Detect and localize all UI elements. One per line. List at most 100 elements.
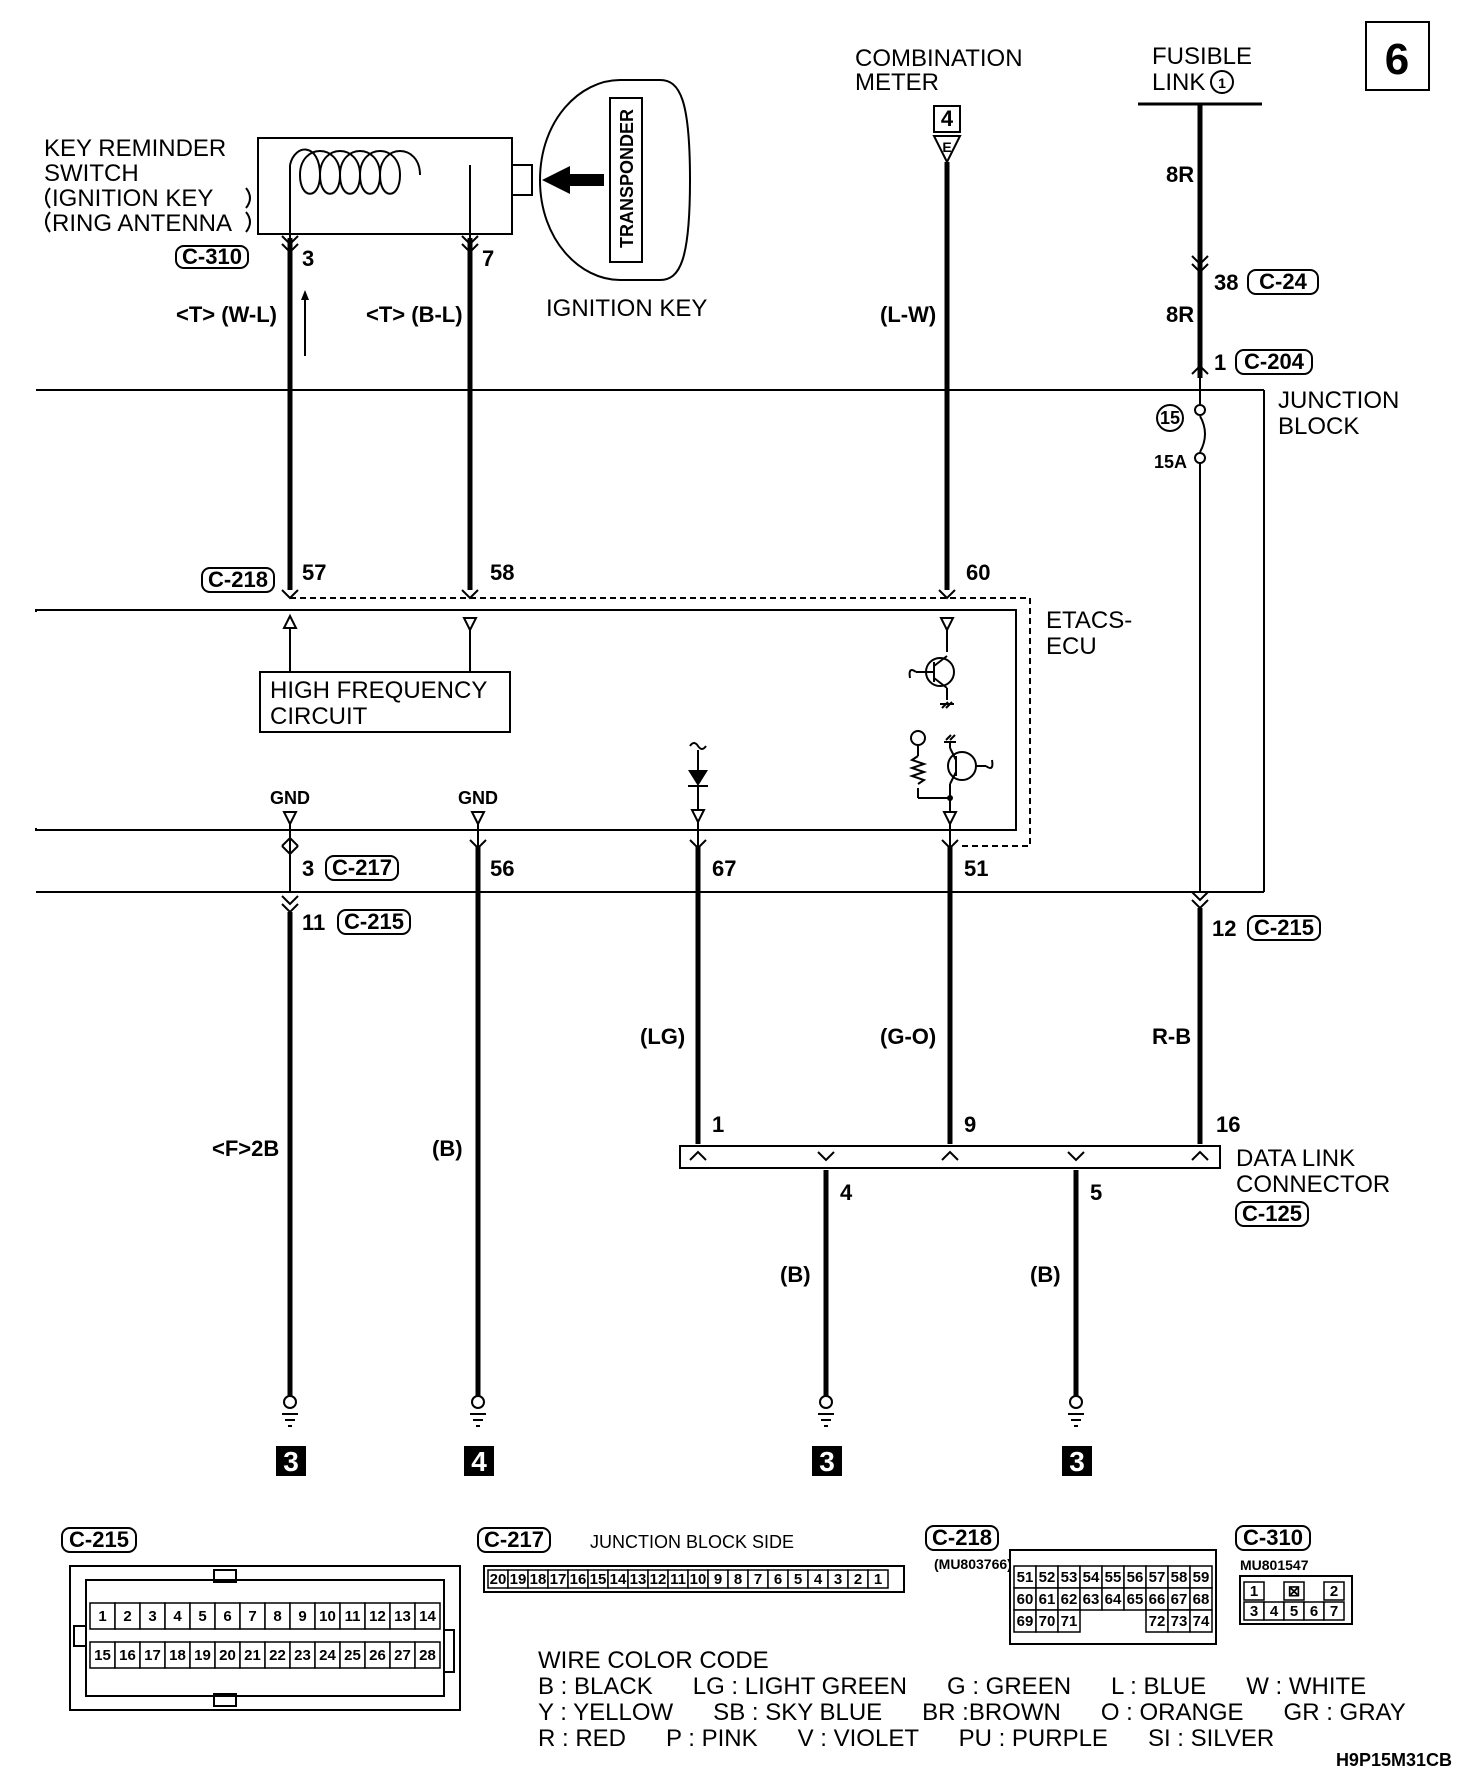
c218-pin-label: 54 [1083,1569,1100,1586]
c215-pin [289,1641,316,1669]
pin-60: 60 [966,560,990,585]
gnd-label-1: GND [270,788,310,808]
c217-pin-label: 11 [670,1571,686,1588]
ground-icon [818,1413,834,1427]
hf-in-arrow [282,613,298,629]
c218-pin-label: 52 [1039,1569,1056,1586]
c215-pin-label: 11 [345,1608,361,1625]
pin-57: 57 [302,560,326,585]
pin-56: 56 [490,856,514,881]
data-link-label-2: CONNECTOR [1236,1171,1390,1198]
c218-pin-label: 56 [1127,1569,1144,1586]
c215-pin [139,1602,166,1630]
wire-color-code-row-3: R : RED P : PINK V : VIOLET PU : PURPLE … [538,1725,1274,1752]
ground-icon [1068,1413,1084,1427]
c215-pin [389,1641,416,1669]
svg-text:KEY REMINDER: KEY REMINDER [44,135,226,162]
wire-color-code-title: WIRE COLOR CODE [538,1647,769,1674]
pin-1-c204: 1 [1214,350,1226,375]
high-frequency-circuit-box [259,671,511,733]
wire-color-b-1: (B) [432,1136,463,1161]
c215-pin-label: 8 [273,1608,281,1625]
c217-pin-label: 3 [834,1571,842,1588]
c217-face-tag [477,1527,551,1553]
conn-c310-tag [175,245,249,269]
c215-pin [364,1602,391,1630]
pin-3-c310: 3 [302,246,314,271]
conn-c204-tag [1235,349,1313,375]
c217-pin-label: 6 [774,1571,782,1588]
c215-pin-label: 24 [319,1647,336,1664]
c217-side-label: JUNCTION BLOCK SIDE [590,1532,794,1552]
combination-meter-label-2: METER [855,69,939,96]
wire-color-8r-a: 8R [1166,162,1194,187]
c310-pin-label: 7 [1330,1603,1338,1620]
conn-c215-tag-b [1247,915,1321,941]
c310-pin-label: 6 [1310,1603,1318,1620]
conn-c217-label: C-217 [332,855,392,880]
lg-out-arrow [690,809,706,825]
conn-c24-tag [1247,269,1319,295]
c215-pin-label: 9 [298,1608,306,1625]
c215-pin-label: 16 [119,1647,136,1664]
c217-pin-label: 16 [570,1571,587,1588]
conn-c218-label: C-218 [208,567,268,592]
c215-pin-label: 7 [248,1608,256,1625]
c215-pin-label: 26 [369,1647,386,1664]
c218-pin-label: 63 [1083,1591,1100,1608]
conn-c125-tag [1235,1201,1309,1227]
ground-1: 3 [276,1395,306,1477]
fusible-link-num-circle [1210,70,1234,94]
wire-color-b-l: <T> (B-L) [366,302,463,327]
c215-pin-label: 25 [344,1647,361,1664]
c218-pin-label: 68 [1193,1591,1210,1608]
c215-pin-label: 21 [244,1647,261,1664]
c310-pin-label: 2 [1330,1583,1338,1600]
wire-color-lg: (LG) [640,1024,685,1049]
c215-pin-label: 15 [94,1647,111,1664]
c217-pin-label: 12 [650,1571,667,1588]
etacs-ecu-dashed-border [290,597,1031,847]
c310-pin [1323,1601,1345,1621]
ground-icon [282,1413,298,1427]
c215-pin [264,1641,291,1669]
page-number: 6 [1385,35,1409,84]
c218-pin-label: 51 [1017,1569,1034,1586]
svg-text:3: 3 [819,1446,835,1477]
c310-pin-label: 1 [1250,1583,1258,1600]
dl-pin-9: 9 [964,1112,976,1137]
c218-pin-label: 61 [1039,1591,1056,1608]
c218-pin-label: 66 [1149,1591,1166,1608]
c218-pin-label: 59 [1193,1569,1210,1586]
c215-pin-label: 17 [144,1647,161,1664]
c217-pin-label: 14 [610,1571,627,1588]
dl-pin-4: 4 [840,1180,853,1205]
conn-c215-label-a: C-215 [344,909,404,934]
svg-text:3: 3 [1069,1446,1085,1477]
c215-pin-label: 1 [98,1608,106,1625]
c215-face-label: C-215 [69,1527,129,1552]
pin-7-c310: 7 [482,246,494,271]
c215-pin-label: 14 [419,1608,436,1625]
pin-3-c217: 3 [302,856,314,881]
key-reminder-switch-label: KEY REMINDER SWITCH IGNITION KEY RING AN… [44,135,251,237]
c218-pin [1057,1609,1081,1633]
transponder-label: TRANSPONDER [617,109,637,248]
transistor-2-icon [947,751,977,781]
pin-51: 51 [964,856,988,881]
transponder-box [609,97,643,263]
c217-pin-label: 1 [874,1571,882,1588]
c215-pin [214,1641,241,1669]
c215-face-tag [61,1527,137,1553]
c218-face-label: C-218 [932,1525,992,1550]
c215-pin [339,1641,366,1669]
c217-pin-label: 20 [490,1571,507,1588]
c310-pin [1283,1581,1305,1601]
c215-pin-label: 18 [169,1647,186,1664]
etacs-label-2: ECU [1046,633,1097,660]
pin-38-c24: 38 [1214,270,1238,295]
svg-text:SWITCH: SWITCH [44,160,139,187]
